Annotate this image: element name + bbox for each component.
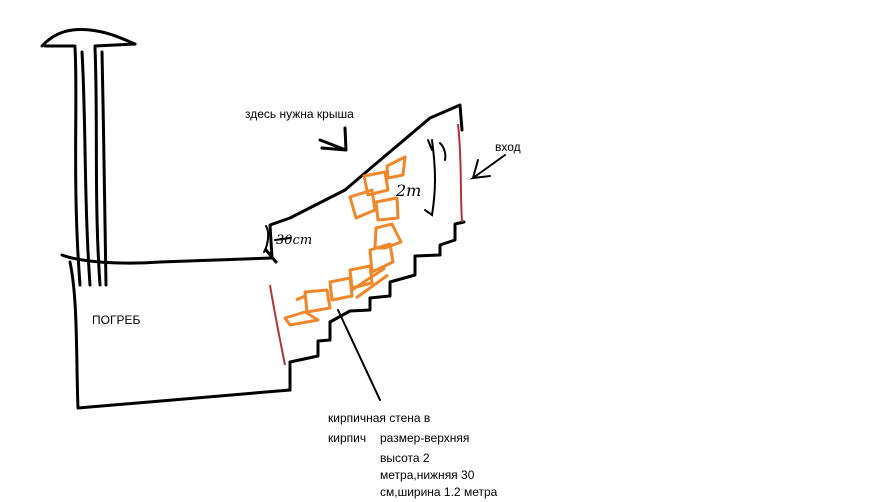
entrance-arrow — [469, 154, 506, 180]
wall-note-line1: кирпичная стена в — [328, 411, 431, 425]
handwritten-30cm-label: 30cm — [276, 233, 312, 248]
entrance-label: вход — [495, 140, 521, 154]
chimney — [40, 28, 137, 287]
wall-note-line5: см,ширина 1.2 метра — [380, 485, 498, 499]
entrance-doorway — [457, 123, 463, 223]
cellar-label: ПОГРЕБ — [92, 313, 141, 327]
wall-pointer-line — [337, 309, 381, 401]
wall-note-line4: метра,нижняя 30 — [380, 468, 475, 482]
roof-arrow — [318, 126, 348, 152]
wall-note-line3: высота 2 — [380, 451, 430, 465]
wall-note-line2b: размер-верхняя — [380, 431, 470, 445]
roof-note-label: здесь нужна крыша — [245, 107, 354, 121]
cellar-outline — [60, 253, 292, 410]
lower-doorway — [269, 284, 286, 366]
handwritten-2m-label: 2m — [395, 181, 421, 200]
structure-outline — [264, 103, 466, 392]
dimension-marks — [263, 139, 447, 253]
wall-note-line2a: кирпич — [328, 431, 367, 445]
bricks — [283, 155, 407, 327]
handwritten-labels: 2m 30cm — [276, 181, 421, 248]
